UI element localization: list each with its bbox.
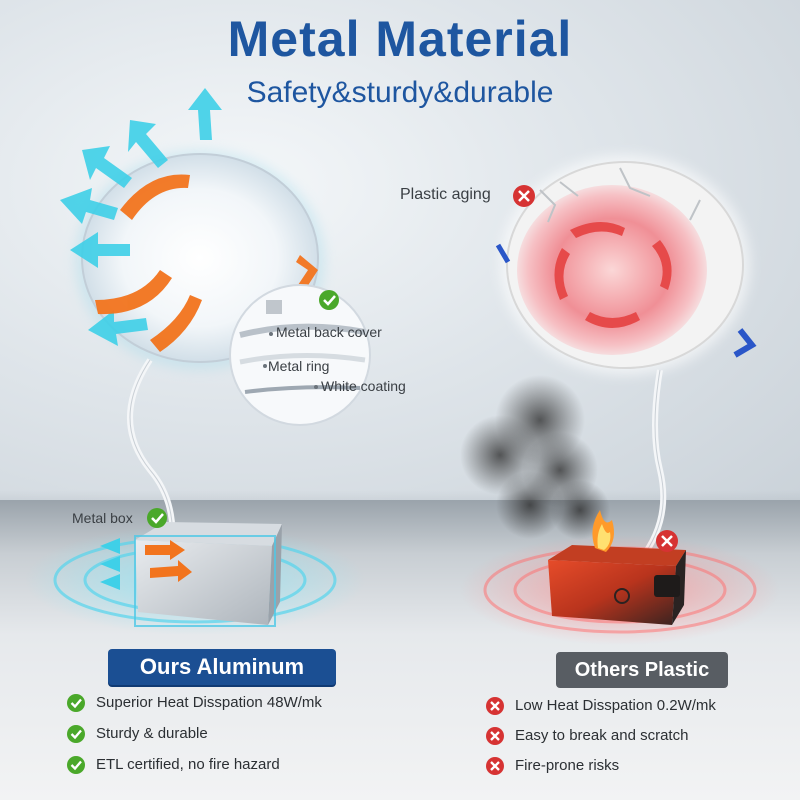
check-icon [67, 756, 85, 774]
check-icon [147, 508, 167, 528]
ours-feature-text: Superior Heat Disspation 48W/mk [96, 694, 322, 711]
metal-junction-box [25, 522, 365, 635]
others-feature-text: Easy to break and scratch [515, 727, 689, 744]
cross-section-detail [229, 284, 371, 426]
close-icon [486, 727, 504, 745]
close-icon [656, 530, 678, 552]
ours-aluminum-label: Ours Aluminum [108, 649, 336, 685]
others-feature-text: Fire-prone risks [515, 757, 620, 774]
metal-back-cover-label: Metal back cover [276, 324, 382, 340]
page-subtitle: Safety&sturdy&durable [246, 76, 554, 109]
check-icon [67, 694, 85, 712]
metal-box-label: Metal box [72, 510, 133, 526]
close-icon [513, 185, 535, 207]
page-title: Metal Material [227, 11, 573, 67]
check-icon [319, 290, 339, 310]
others-plastic-label: Others Plastic [556, 652, 728, 688]
ours-feature-text: Sturdy & durable [96, 725, 208, 742]
white-coating-label: White coating [321, 378, 406, 394]
others-feature-text: Low Heat Disspation 0.2W/mk [515, 697, 716, 714]
ours-feature-text: ETL certified, no fire hazard [96, 756, 280, 773]
plastic-aging-label: Plastic aging [400, 186, 491, 203]
close-icon [486, 757, 504, 775]
plastic-downlight [495, 155, 757, 562]
check-icon [67, 725, 85, 743]
plastic-junction-box [460, 375, 780, 645]
metal-ring-label: Metal ring [268, 358, 330, 374]
close-icon [486, 697, 504, 715]
